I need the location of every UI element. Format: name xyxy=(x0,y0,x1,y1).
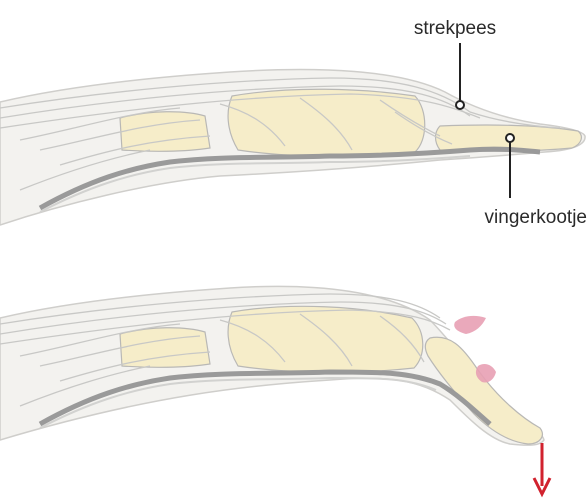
tendon-label: strekpees xyxy=(414,18,496,39)
phalanx-label: vingerkootje xyxy=(485,207,587,228)
arrow-down-icon xyxy=(534,443,550,494)
circle-marker-icon xyxy=(456,101,464,109)
bone-middle xyxy=(228,89,425,156)
circle-marker-icon xyxy=(506,134,514,142)
injured-finger-panel xyxy=(0,286,550,494)
tendon-tear-mark xyxy=(454,316,486,334)
bone-middle xyxy=(228,306,423,372)
healthy-finger-panel: strekpees vingerkootje xyxy=(0,18,587,228)
